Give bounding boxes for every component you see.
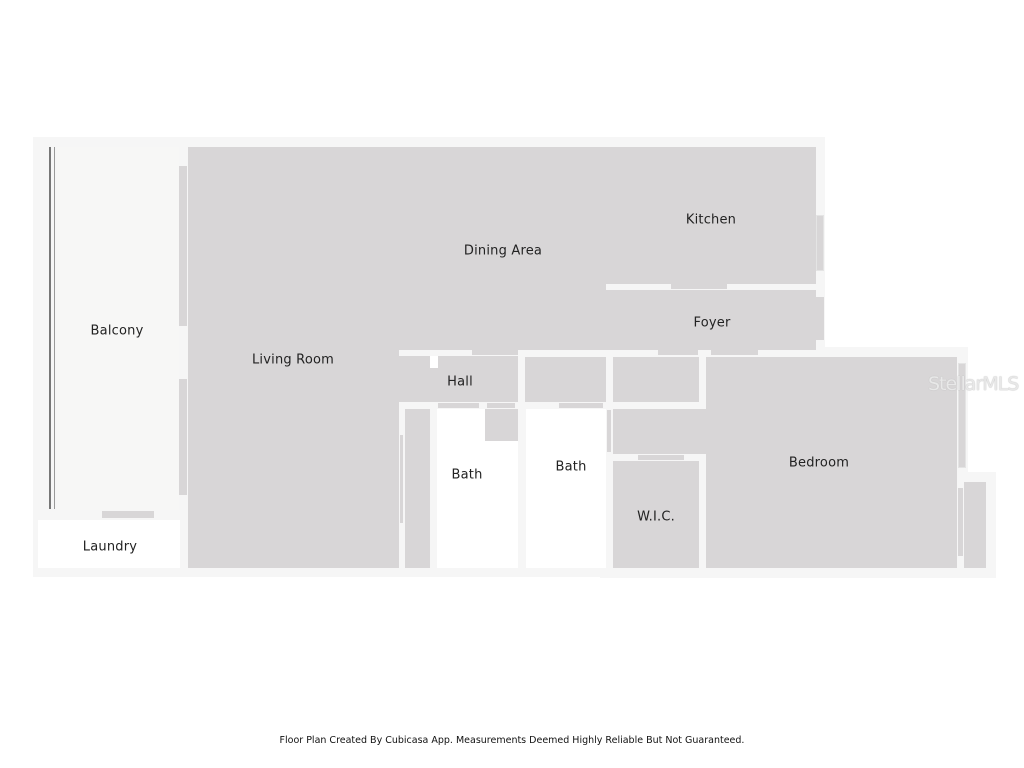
room-label-bath-1: Bath (451, 467, 483, 483)
bath-1-vanity (405, 409, 430, 568)
laundry-door (102, 511, 154, 518)
hall-door-top (472, 350, 518, 355)
room-label-foyer: Foyer (693, 315, 731, 331)
wic-floor (613, 461, 699, 568)
balcony-railing (49, 147, 51, 509)
living-dining-area (188, 147, 816, 284)
bath-1-door (438, 403, 479, 408)
bedroom-door (711, 350, 758, 355)
hall-floor (399, 356, 518, 402)
bedroom-floor (706, 357, 957, 568)
foyer-floor (606, 290, 816, 350)
linen-closet (525, 357, 606, 402)
room-label-balcony: Balcony (90, 323, 144, 339)
balcony-sliding-door-top (179, 166, 187, 326)
kitchen-foyer-opening (671, 284, 727, 289)
bedroom-window (958, 363, 966, 468)
outer-gap-right-low (968, 347, 1024, 472)
room-label-wic: W.I.C. (637, 509, 675, 525)
bedroom-passage-door (607, 410, 611, 452)
room-label-hall: Hall (447, 374, 473, 390)
room-label-dining-area: Dining Area (463, 243, 543, 259)
outer-gap-right (825, 137, 1024, 347)
living-room-lower (188, 350, 399, 568)
room-label-bath-2: Bath (555, 459, 587, 475)
wic-door (638, 455, 684, 460)
bath-1-tub (485, 409, 518, 441)
bedroom-balcony-door (958, 488, 963, 556)
kitchen-window (816, 215, 824, 271)
room-label-bedroom: Bedroom (788, 455, 850, 471)
bath-1-door-b (487, 403, 515, 408)
entry-door (816, 297, 824, 340)
bedroom-passage (613, 409, 706, 454)
hall-notch (430, 356, 438, 368)
balcony-sliding-door-bottom (179, 379, 187, 495)
balcony-railing-inner (54, 147, 55, 509)
bedroom-closet-ext (964, 482, 986, 568)
room-label-kitchen: Kitchen (685, 212, 737, 228)
living-room-floor (188, 284, 606, 350)
foyer-closet (613, 357, 699, 402)
closet-door-a (658, 350, 698, 355)
room-label-laundry: Laundry (82, 539, 138, 555)
bath-2-floor (526, 409, 606, 568)
bath-1-side-window (400, 435, 403, 523)
room-label-living-room: Living Room (251, 352, 335, 368)
bath-2-door (559, 403, 603, 408)
laundry-floor (38, 520, 180, 568)
watermark: StellarMLS (928, 373, 1019, 395)
balcony-floor (57, 147, 179, 510)
disclaimer-footer: Floor Plan Created By Cubicasa App. Meas… (279, 735, 745, 746)
